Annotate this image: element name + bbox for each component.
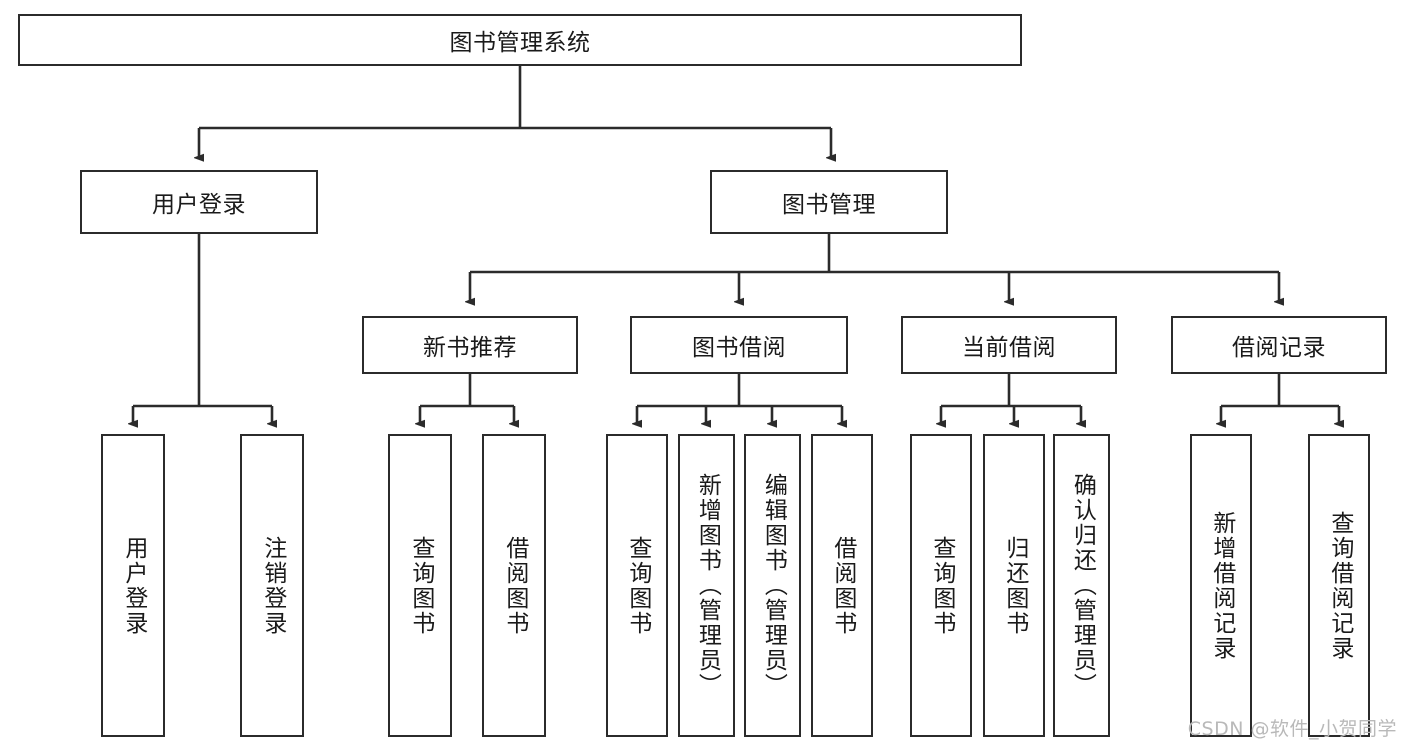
node-leaf-borrow-book-1-label: 借阅图书 xyxy=(501,535,528,636)
node-leaf-query-book-2[interactable]: 查询图书 xyxy=(606,434,668,737)
node-borrow-record-label: 借阅记录 xyxy=(1232,335,1326,361)
node-leaf-query-book-1[interactable]: 查询图书 xyxy=(388,434,452,737)
node-leaf-add-record-label: 新增借阅记录 xyxy=(1208,510,1235,661)
node-leaf-query-record-label: 查询借阅记录 xyxy=(1326,510,1353,661)
node-leaf-query-book-3-label: 查询图书 xyxy=(928,535,955,636)
node-leaf-query-book-1-label: 查询图书 xyxy=(407,535,434,636)
node-leaf-query-record[interactable]: 查询借阅记录 xyxy=(1308,434,1370,737)
node-new-book-rec[interactable]: 新书推荐 xyxy=(362,316,578,374)
node-leaf-return-book-label: 归还图书 xyxy=(1001,535,1028,636)
node-borrow-record[interactable]: 借阅记录 xyxy=(1171,316,1387,374)
node-leaf-borrow-book-1[interactable]: 借阅图书 xyxy=(482,434,546,737)
node-leaf-add-book-label: 新增图书（管理员） xyxy=(694,473,721,698)
node-new-book-rec-label: 新书推荐 xyxy=(423,335,517,361)
node-user-login[interactable]: 用户登录 xyxy=(80,170,318,234)
node-current-borrow[interactable]: 当前借阅 xyxy=(901,316,1117,374)
node-root[interactable]: 图书管理系统 xyxy=(18,14,1022,66)
node-leaf-confirm-return-label: 确认归还（管理员） xyxy=(1069,473,1096,698)
node-leaf-user-login[interactable]: 用户登录 xyxy=(101,434,165,737)
node-leaf-return-book[interactable]: 归还图书 xyxy=(983,434,1045,737)
node-leaf-borrow-book-2[interactable]: 借阅图书 xyxy=(811,434,873,737)
node-leaf-add-book[interactable]: 新增图书（管理员） xyxy=(678,434,735,737)
node-leaf-confirm-return[interactable]: 确认归还（管理员） xyxy=(1053,434,1110,737)
node-current-borrow-label: 当前借阅 xyxy=(962,335,1056,361)
node-book-borrow[interactable]: 图书借阅 xyxy=(630,316,848,374)
node-book-borrow-label: 图书借阅 xyxy=(692,335,786,361)
node-leaf-logout-label: 注销登录 xyxy=(259,535,286,636)
node-user-login-label: 用户登录 xyxy=(152,192,246,218)
node-leaf-user-login-label: 用户登录 xyxy=(120,535,147,636)
node-leaf-edit-book-label: 编辑图书（管理员） xyxy=(760,473,787,698)
node-leaf-query-book-2-label: 查询图书 xyxy=(624,535,651,636)
node-leaf-edit-book[interactable]: 编辑图书（管理员） xyxy=(744,434,801,737)
node-book-manage[interactable]: 图书管理 xyxy=(710,170,948,234)
node-leaf-query-book-3[interactable]: 查询图书 xyxy=(910,434,972,737)
node-root-label: 图书管理系统 xyxy=(449,30,591,56)
node-leaf-logout[interactable]: 注销登录 xyxy=(240,434,304,737)
node-leaf-borrow-book-2-label: 借阅图书 xyxy=(829,535,856,636)
node-leaf-add-record[interactable]: 新增借阅记录 xyxy=(1190,434,1252,737)
node-book-manage-label: 图书管理 xyxy=(782,192,876,218)
